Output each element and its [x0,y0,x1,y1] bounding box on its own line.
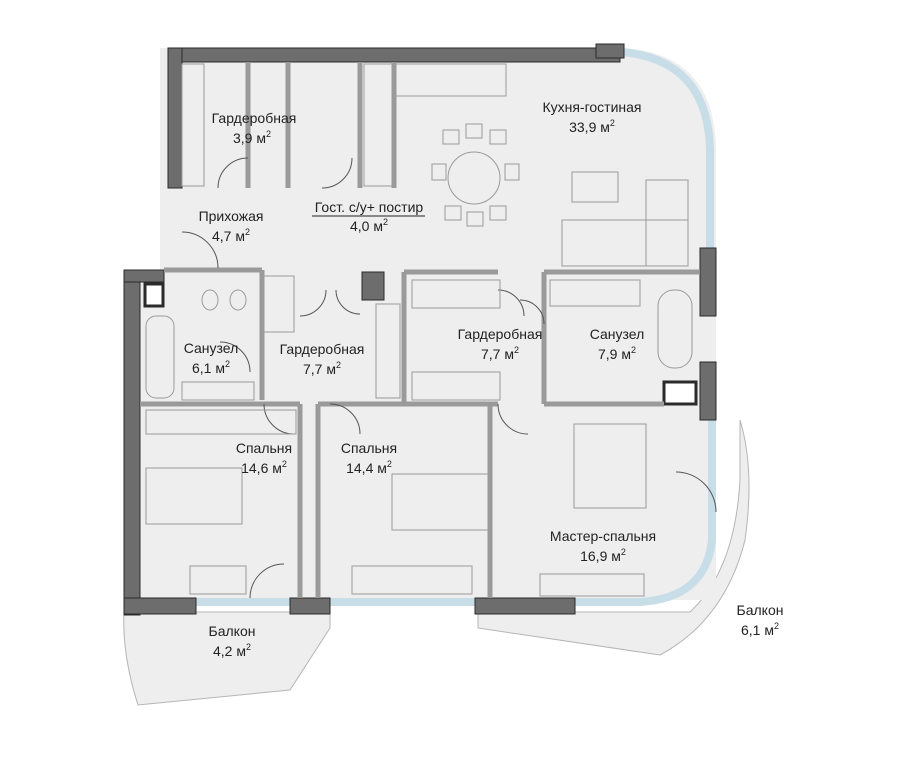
bathtub [145,315,175,399]
vanity-master [549,279,641,307]
label-wardrobe-entry-name: Гардеробная [212,110,297,126]
chair [465,123,483,139]
label-bedroom-2-name: Спальня [341,440,397,456]
chair [504,163,520,181]
label-hallway-name: Прихожая [199,208,264,224]
wardrobe-shelf [263,275,295,333]
furniture [145,63,693,597]
wall [361,271,385,301]
glazing [195,48,716,606]
wall [699,247,717,317]
room-labels: Кухня-гостиная 33,9 м2 Гардеробная 3,9 м… [184,99,784,659]
wall [143,282,165,308]
door-swing [217,157,249,189]
wall [289,597,331,615]
door-swing [329,403,361,435]
wall [167,47,621,63]
label-wardrobe-center-area: 7,7 м2 [303,360,341,377]
wall [595,43,625,59]
chair [489,129,507,145]
door-swing [519,299,545,325]
desk [539,573,645,597]
bathtub-master [657,289,693,369]
bidet [229,289,247,311]
label-guest-wc-area: 4,0 м2 [350,217,388,234]
apartment-floor [124,48,716,600]
balcony-areas [123,419,750,706]
label-wardrobe-center-name: Гардеробная [280,341,365,357]
label-balcony-left-area: 4,2 м2 [213,642,251,659]
vanity [181,381,255,401]
label-master-bedroom-name: Мастер-спальня [550,528,656,544]
label-balcony-left-name: Балкон [209,623,256,639]
door-swing [497,289,525,317]
label-bedroom-1-name: Спальня [236,440,292,456]
label-bedroom-1-area: 14,6 м2 [241,459,287,476]
door-swing [321,157,353,189]
balcony-right-floor [477,419,750,656]
door-swing [675,471,717,513]
master-bed [573,423,647,509]
door-swing [181,231,219,269]
door-swing [219,341,251,373]
dining-table [447,151,501,205]
label-kitchen-living-area: 33,9 м2 [569,118,615,135]
label-guest-wc-name: Гост. с/у+ постир [315,199,424,215]
toilet [201,289,219,311]
door-swing [335,289,361,315]
chair [431,163,447,181]
wardrobe-shelf [411,279,501,309]
chair [489,205,507,221]
desk [351,565,473,595]
label-kitchen-living-name: Кухня-гостиная [542,99,641,115]
label-bedroom-2-area: 14,4 м2 [346,459,392,476]
wardrobe-shelf [375,303,401,399]
chair [442,129,460,145]
label-bathroom-master-name: Санузел [590,326,645,342]
sofa-side [645,179,689,267]
label-wardrobe-right-area: 7,7 м2 [481,345,519,362]
kitchen-column [363,63,393,187]
balcony-left-floor [123,611,331,706]
chair [466,211,484,227]
kitchen-counter [395,63,507,97]
wardrobe-shelf [411,371,501,401]
label-hallway-area: 4,7 м2 [212,227,250,244]
partitions [140,62,700,598]
label-wardrobe-entry-area: 3,9 м2 [233,129,271,146]
wall [123,269,165,283]
label-bathroom-master-area: 7,9 м2 [598,345,636,362]
glazing-master [575,420,716,606]
coffee-table [571,171,619,203]
wall [474,597,576,615]
door-swing [249,563,285,599]
wardrobe-entry [181,63,205,187]
wall [123,269,141,616]
label-balcony-right-name: Балкон [737,602,784,618]
glazing-kitchen [621,48,714,248]
bed [391,473,489,531]
label-master-bedroom-area: 16,9 м2 [580,547,626,564]
bed [145,467,243,525]
label-wardrobe-right-name: Гардеробная [458,326,543,342]
label-balcony-right-area: 6,1 м2 [741,621,779,638]
wall [123,597,197,615]
desk [189,565,247,595]
wall [167,47,183,189]
doors [181,157,717,599]
label-bathroom-left-name: Санузел [184,340,239,356]
walls [123,43,717,616]
wall [699,361,717,421]
chair [444,205,462,221]
wall [662,380,698,406]
label-bathroom-left-area: 6,1 м2 [192,359,230,376]
door-swing [299,289,327,317]
door-swing [497,403,529,435]
wardrobe-shelf [145,409,297,435]
